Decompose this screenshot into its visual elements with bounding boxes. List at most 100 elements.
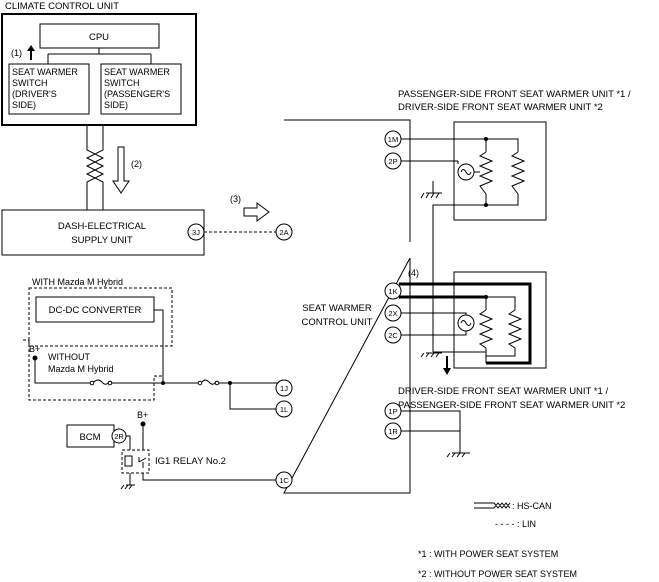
driver-switch-line-2: SWITCH bbox=[12, 78, 48, 88]
pin-1k: 1K bbox=[384, 282, 402, 300]
bottom-ground-return-wire bbox=[433, 351, 487, 363]
callout-3: (3) bbox=[230, 194, 241, 204]
legend-hscan-icon bbox=[474, 502, 511, 509]
svg-text:1J: 1J bbox=[280, 384, 288, 393]
fuse-right-icon bbox=[197, 379, 220, 386]
cpu-label: CPU bbox=[89, 32, 109, 43]
hs-can-twisted-pair bbox=[85, 125, 105, 210]
svg-text:2X: 2X bbox=[388, 309, 397, 318]
svg-text:1C: 1C bbox=[279, 476, 289, 485]
bottom-unit-power-wires bbox=[399, 282, 532, 365]
svg-text:1R: 1R bbox=[388, 427, 398, 436]
bcm-relay-wire bbox=[126, 435, 131, 450]
bottom-thermistor-wires bbox=[399, 312, 467, 336]
top-heater-elements-icon bbox=[478, 151, 526, 195]
passenger-switch-line-3: (PASSENGER'S bbox=[104, 89, 170, 99]
svg-text:1M: 1M bbox=[388, 135, 398, 144]
bottom-unit-arrow-head bbox=[443, 368, 451, 375]
with-hybrid-label: WITH Mazda M Hybrid bbox=[32, 277, 123, 287]
callout-3-arrow bbox=[243, 202, 270, 222]
passenger-switch-line-4: SIDE) bbox=[104, 100, 128, 110]
seat-warmer-control-unit-box bbox=[283, 119, 411, 494]
passenger-switch-line-1: SEAT WARMER bbox=[104, 67, 170, 77]
climate-control-unit-box bbox=[1, 13, 197, 126]
top-unit-ground-icon bbox=[420, 181, 442, 199]
callout-1-arrow-head bbox=[27, 45, 35, 51]
bcm-label: BCM bbox=[79, 432, 100, 443]
svg-text:1P: 1P bbox=[388, 407, 397, 416]
without-hybrid-line-2: Mazda M Hybrid bbox=[48, 364, 114, 374]
relay-ground-icon bbox=[120, 484, 135, 490]
bottom-unit-ground-icon bbox=[420, 352, 442, 358]
pin-1l: 1L bbox=[275, 400, 293, 418]
without-hybrid-dashed-box bbox=[23, 339, 163, 401]
top-unit-line-2: DRIVER-SIDE FRONT SEAT WARMER UNIT *2 bbox=[398, 102, 603, 113]
driver-switch-box bbox=[8, 63, 90, 115]
bplus-feed-wire bbox=[34, 358, 90, 384]
pin-3j: 3J bbox=[187, 223, 205, 241]
note-2: *2 : WITHOUT POWER SEAT SYSTEM bbox=[418, 569, 577, 579]
pin-2a: 2A bbox=[275, 223, 293, 241]
ground-wire-1p-1r bbox=[399, 410, 461, 453]
bottom-unit-line-2: PASSENGER-SIDE FRONT SEAT WARMER UNIT *2 bbox=[398, 400, 625, 411]
pin-1c: 1C bbox=[275, 471, 293, 489]
relay-to-1c-wire bbox=[142, 473, 280, 481]
passenger-switch-box bbox=[100, 63, 182, 115]
top-unit-heater-wiring bbox=[432, 138, 519, 222]
top-thermistor-icon bbox=[457, 161, 480, 181]
callout-2-arrow bbox=[112, 146, 130, 194]
bottom-heater-elements-icon bbox=[478, 309, 523, 349]
with-hybrid-dashed-box bbox=[28, 287, 173, 347]
pin-1p: 1P bbox=[384, 402, 402, 420]
junction-converter bbox=[161, 381, 165, 385]
driver-switch-line-4: SIDE) bbox=[12, 100, 36, 110]
dash-unit-line-1: DASH-ELECTRICAL bbox=[58, 221, 146, 232]
relay-coil-icon bbox=[124, 455, 133, 467]
svg-text:1K: 1K bbox=[388, 287, 397, 296]
pin-2p: 2P bbox=[384, 152, 402, 170]
svg-text:2C: 2C bbox=[388, 331, 398, 340]
driver-switch-line-1: SEAT WARMER bbox=[12, 67, 78, 77]
bottom-warmer-unit-box bbox=[453, 271, 547, 369]
pin-2r: 2R bbox=[111, 428, 127, 444]
legend-lin-label: - - - - : LIN bbox=[495, 519, 536, 529]
top-warmer-unit-box bbox=[453, 121, 547, 221]
pin-2c: 2C bbox=[384, 326, 402, 344]
dash-electrical-supply-unit-box bbox=[1, 209, 205, 256]
climate-unit-title: CLIMATE CONTROL UNIT bbox=[5, 1, 119, 12]
control-unit-line-1: SEAT WARMER bbox=[302, 303, 372, 314]
svg-text:2R: 2R bbox=[114, 432, 124, 441]
bottom-unit-line-1: DRIVER-SIDE FRONT SEAT WARMER UNIT *1 / bbox=[398, 386, 608, 397]
svg-text:2P: 2P bbox=[388, 157, 397, 166]
bottom-unit-junction-upper bbox=[484, 295, 488, 299]
relay-contact-icon bbox=[138, 457, 147, 468]
pin-2x: 2X bbox=[384, 304, 402, 322]
without-hybrid-line-1: WITHOUT bbox=[48, 352, 90, 362]
callout-1: (1) bbox=[11, 48, 22, 58]
bottom-thermistor-icon bbox=[457, 314, 475, 332]
control-unit-line-2: CONTROL UNIT bbox=[302, 317, 373, 328]
pin-1r: 1R bbox=[384, 422, 402, 440]
cpu-switch-lines bbox=[47, 48, 152, 64]
bplus-bottom-label: B+ bbox=[137, 410, 148, 420]
passenger-switch-line-2: SWITCH bbox=[104, 78, 140, 88]
feed-to-1l-wire bbox=[229, 383, 280, 410]
top-unit-feed-wires bbox=[399, 138, 486, 162]
dash-unit-line-2: SUPPLY UNIT bbox=[71, 235, 133, 246]
svg-text:1L: 1L bbox=[280, 405, 288, 414]
dc-dc-converter-label: DC-DC CONVERTER bbox=[49, 305, 142, 316]
ig1-relay-box bbox=[121, 449, 150, 474]
driver-switch-line-3: (DRIVER'S bbox=[12, 89, 57, 99]
pin-1j: 1J bbox=[275, 379, 293, 397]
top-unit-line-1: PASSENGER-SIDE FRONT SEAT WARMER UNIT *1… bbox=[398, 89, 631, 100]
ig1-relay-label: IG1 RELAY No.2 bbox=[155, 456, 226, 467]
fuse-left-icon bbox=[89, 379, 113, 386]
converter-output-wire bbox=[154, 309, 164, 383]
control-unit-ground-icon bbox=[446, 452, 470, 458]
note-1: *1 : WITH POWER SEAT SYSTEM bbox=[418, 549, 558, 559]
legend-hscan-label: : HS-CAN bbox=[512, 501, 552, 511]
bplus-left-label: B+ bbox=[29, 344, 40, 354]
pin-1m: 1M bbox=[384, 130, 402, 148]
svg-text:2A: 2A bbox=[279, 228, 288, 237]
